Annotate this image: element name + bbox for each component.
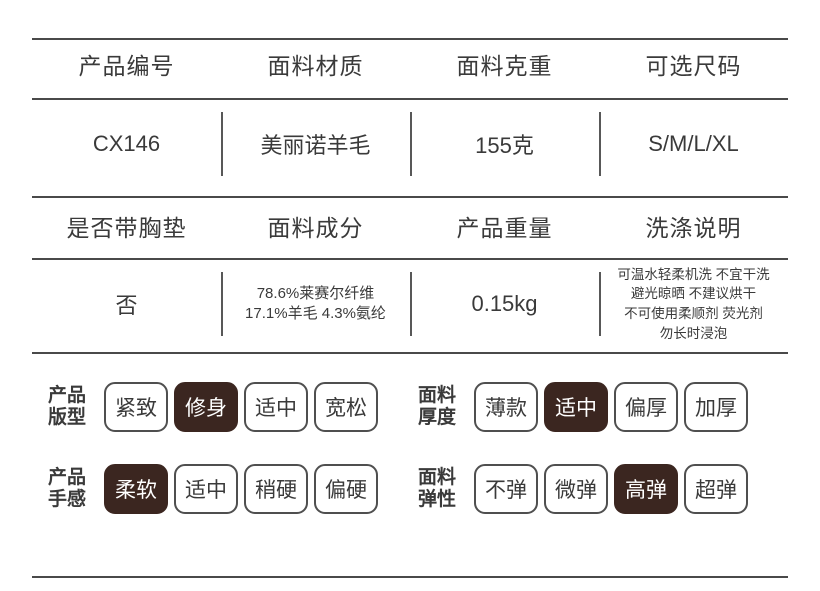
attribute-label-thickness: 面料 厚度 [418, 385, 474, 429]
spec-section-1: 产品编号 面料材质 面料克重 可选尺码 [32, 40, 788, 88]
divider-under-header-2 [32, 258, 788, 260]
attribute-label-handfeel: 产品 手感 [48, 467, 104, 511]
chip-handfeel-0[interactable]: 柔软 [104, 464, 168, 514]
fabric-composition-line-2: 17.1%羊毛 4.3%氨纶 [245, 305, 386, 322]
attribute-label-handfeel-line-1: 产品 [48, 467, 87, 489]
chip-elasticity-0[interactable]: 不弹 [474, 464, 538, 514]
spec-header-washing-instructions: 洗涤说明 [645, 215, 742, 241]
attribute-group-handfeel: 产品 手感 柔软 适中 稍硬 偏硬 [0, 464, 410, 514]
divider-top [32, 38, 788, 40]
chip-handfeel-1[interactable]: 适中 [174, 464, 238, 514]
washing-instruction-lines: 可温水轻柔机洗 不宜干洗 避光晾晒 不建议烘干 不可使用柔顺剂 荧光剂 勿长时浸… [617, 265, 769, 343]
chip-fit-0[interactable]: 紧致 [104, 382, 168, 432]
attribute-section: 产品 版型 紧致 修身 适中 宽松 面料 厚度 薄款 适中 偏 [0, 366, 820, 530]
spec-header-row-2: 是否带胸垫 面料成分 产品重量 洗涤说明 [32, 202, 788, 250]
spec-header-fabric-weight: 面料克重 [456, 53, 553, 79]
attribute-group-elasticity: 面料 弹性 不弹 微弹 高弹 超弹 [410, 464, 820, 514]
spec-data-row-2: 否 78.6%莱赛尔纤维 17.1%羊毛 4.3%氨纶 0.15kg 可温水轻柔… [32, 260, 788, 348]
spec-header-has-bra-pad: 是否带胸垫 [66, 215, 187, 241]
spec-header-fabric-composition: 面料成分 [267, 215, 364, 241]
attribute-label-thickness-line-1: 面料 [418, 385, 457, 407]
spec-value-fabric-material: 美丽诺羊毛 [221, 100, 410, 188]
divider-under-header-1 [32, 98, 788, 100]
attribute-chips-thickness: 薄款 适中 偏厚 加厚 [474, 382, 748, 432]
chip-handfeel-3[interactable]: 偏硬 [314, 464, 378, 514]
attribute-label-elasticity-line-2: 弹性 [418, 489, 457, 510]
washing-line-2: 避光晾晒 不建议烘干 [630, 286, 757, 302]
spec-values-2: 否 78.6%莱赛尔纤维 17.1%羊毛 4.3%氨纶 0.15kg 可温水轻柔… [32, 260, 788, 348]
attribute-row-bottom: 产品 手感 柔软 适中 稍硬 偏硬 面料 弹性 不弹 微弹 高 [0, 448, 820, 530]
attribute-label-fit: 产品 版型 [48, 385, 104, 429]
attribute-chips-elasticity: 不弹 微弹 高弹 超弹 [474, 464, 748, 514]
divider-bottom [32, 576, 788, 578]
attribute-chips-handfeel: 柔软 适中 稍硬 偏硬 [104, 464, 378, 514]
chip-thickness-1[interactable]: 适中 [544, 382, 608, 432]
spec-value-product-weight: 0.15kg [410, 260, 599, 348]
spec-header-row-1: 产品编号 面料材质 面料克重 可选尺码 [32, 40, 788, 88]
chip-elasticity-3[interactable]: 超弹 [684, 464, 748, 514]
attribute-label-thickness-line-2: 厚度 [418, 407, 457, 428]
divider-above-attributes [32, 352, 788, 354]
spec-value-product-code: CX146 [92, 131, 161, 156]
chip-handfeel-2[interactable]: 稍硬 [244, 464, 308, 514]
spec-header-fabric-material: 面料材质 [267, 53, 364, 79]
fabric-composition-lines: 78.6%莱赛尔纤维 17.1%羊毛 4.3%氨纶 [245, 284, 386, 325]
spec-value-washing-instructions: 可温水轻柔机洗 不宜干洗 避光晾晒 不建议烘干 不可使用柔顺剂 荧光剂 勿长时浸… [599, 260, 788, 348]
spec-section-2: 是否带胸垫 面料成分 产品重量 洗涤说明 [32, 202, 788, 250]
attribute-group-fit: 产品 版型 紧致 修身 适中 宽松 [0, 382, 410, 432]
attribute-row-top: 产品 版型 紧致 修身 适中 宽松 面料 厚度 薄款 适中 偏 [0, 366, 820, 448]
spec-value-fabric-composition: 78.6%莱赛尔纤维 17.1%羊毛 4.3%氨纶 [221, 260, 410, 348]
washing-line-4: 勿长时浸泡 [659, 325, 728, 341]
spec-value-available-sizes: S/M/L/XL [599, 100, 788, 188]
divider-under-data-1 [32, 196, 788, 198]
spec-value-fabric-weight: 155克 [410, 100, 599, 188]
chip-thickness-2[interactable]: 偏厚 [614, 382, 678, 432]
attribute-chips-fit: 紧致 修身 适中 宽松 [104, 382, 378, 432]
attribute-label-elasticity: 面料 弹性 [418, 467, 474, 511]
chip-fit-1[interactable]: 修身 [174, 382, 238, 432]
spec-header-available-sizes: 可选尺码 [645, 53, 742, 79]
washing-line-3: 不可使用柔顺剂 荧光剂 [624, 306, 763, 321]
chip-elasticity-2[interactable]: 高弹 [614, 464, 678, 514]
attribute-label-fit-line-1: 产品 [48, 385, 87, 407]
spec-header-product-code: 产品编号 [78, 53, 175, 79]
chip-thickness-0[interactable]: 薄款 [474, 382, 538, 432]
chip-elasticity-1[interactable]: 微弹 [544, 464, 608, 514]
chip-fit-3[interactable]: 宽松 [314, 382, 378, 432]
chip-thickness-3[interactable]: 加厚 [684, 382, 748, 432]
attribute-label-fit-line-2: 版型 [48, 407, 87, 428]
attribute-label-elasticity-line-1: 面料 [418, 467, 457, 489]
attribute-group-thickness: 面料 厚度 薄款 适中 偏厚 加厚 [410, 382, 820, 432]
spec-data-row-1: CX146 美丽诺羊毛 155克 S/M/L/XL [32, 100, 788, 188]
spec-values-1: CX146 美丽诺羊毛 155克 S/M/L/XL [32, 100, 788, 188]
washing-line-1: 可温水轻柔机洗 不宜干洗 [617, 266, 770, 282]
spec-header-product-weight: 产品重量 [456, 215, 553, 241]
chip-fit-2[interactable]: 适中 [244, 382, 308, 432]
spec-value-has-bra-pad: 否 [115, 293, 138, 318]
fabric-composition-line-1: 78.6%莱赛尔纤维 [256, 284, 375, 302]
attribute-label-handfeel-line-2: 手感 [48, 489, 87, 510]
